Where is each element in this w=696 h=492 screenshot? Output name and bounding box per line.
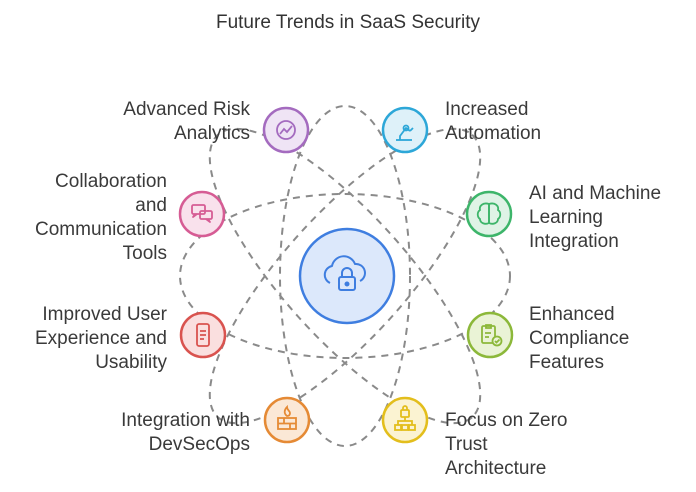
cloud-lock-icon [323, 255, 366, 291]
orbit-diagonal-b [208, 127, 482, 425]
firewall-icon [277, 404, 297, 430]
brain-icon [476, 202, 502, 225]
node-improved-user-experience [179, 311, 227, 359]
mobile-icon [196, 323, 210, 347]
chart-icon [276, 120, 296, 140]
robot-arm-icon [396, 124, 414, 141]
page-title: Future Trends in SaaS Security [215, 12, 480, 33]
node-collaboration-tools [178, 190, 226, 238]
node-enhanced-compliance [466, 311, 514, 359]
chat-bubbles-icon [191, 204, 213, 223]
center-node [298, 227, 396, 325]
orbits [179, 105, 511, 447]
node-integration-devsecops [263, 396, 311, 444]
orbit-horizontal [179, 193, 511, 359]
orbit-vertical [279, 105, 411, 447]
node-increased-automation [381, 106, 429, 154]
clipboard-check-icon [481, 324, 503, 347]
node-focus-zero-trust [381, 396, 429, 444]
network-lock-icon [394, 405, 416, 431]
node-ai-ml-integration [465, 190, 513, 238]
orbit-diagonal-a [208, 127, 482, 425]
node-advanced-risk-analytics [262, 106, 310, 154]
